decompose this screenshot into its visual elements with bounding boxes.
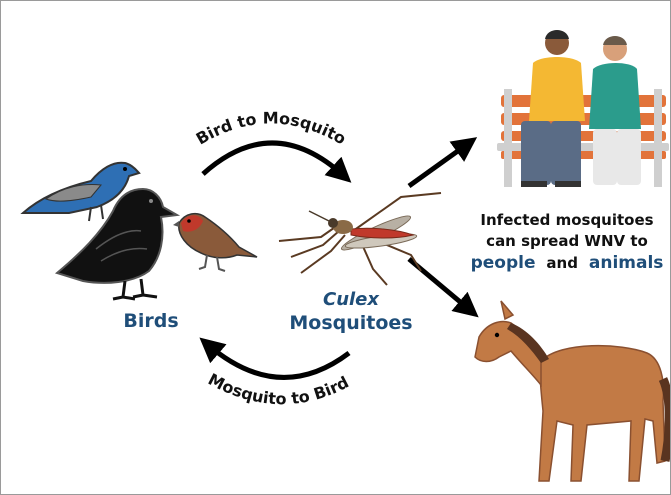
birds-label: Birds [123,310,178,332]
finch-icon [173,214,257,271]
arrow-to-people [409,143,469,186]
culex-label: Culex [323,289,380,310]
infected-line-3: people and animals [471,253,664,273]
mosquito-to-bird-arrow [207,344,349,377]
bird-to-mosquito-arrow [203,143,344,176]
people-on-bench-icon [497,30,669,187]
mosquitoes-label: Mosquitoes [289,312,412,334]
animals-highlight: animals [589,253,664,273]
mosquito-icon [279,193,441,285]
infected-line-2: can spread WNV to [486,232,648,250]
and-text: and [546,254,578,272]
people-highlight: people [471,253,536,273]
horse-icon [475,301,669,481]
infected-line-1: Infected mosquitoes [480,211,653,229]
